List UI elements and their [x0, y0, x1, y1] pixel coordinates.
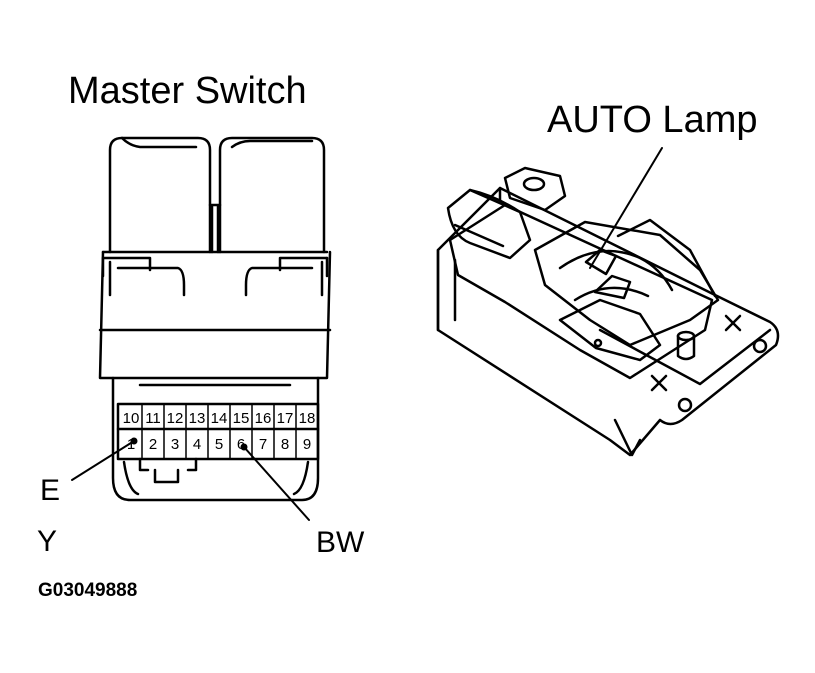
pin-11: 11 — [145, 410, 161, 427]
pin-9: 9 — [303, 436, 311, 453]
master-switch-title: Master Switch — [68, 70, 307, 112]
pin-13: 13 — [189, 410, 206, 427]
leader-e — [71, 440, 135, 481]
master-switch-body — [98, 136, 332, 502]
pin-10: 10 — [123, 410, 140, 427]
connector-pin-grid — [141, 403, 297, 460]
screw-mark — [724, 314, 742, 332]
pin-4: 4 — [193, 436, 201, 453]
screw-mark — [650, 374, 668, 392]
pin-16: 16 — [255, 410, 272, 427]
leader-bw — [243, 446, 310, 521]
leader-auto-lamp — [589, 147, 663, 269]
pin-5: 5 — [215, 436, 223, 453]
pin-y-label: Y — [37, 525, 58, 558]
pin-15: 15 — [233, 410, 250, 427]
pin-18: 18 — [299, 410, 316, 427]
pin-12: 12 — [167, 410, 184, 427]
pin-8: 8 — [281, 436, 289, 453]
pin-leader-lines — [71, 437, 310, 521]
connector-pin-labels: 10 11 12 13 14 15 16 17 18 1 2 3 4 5 6 7… — [123, 410, 316, 453]
pin-1: 1 — [127, 436, 135, 453]
pin-14: 14 — [211, 410, 228, 427]
pin-7: 7 — [259, 436, 267, 453]
pin-e-label: E — [40, 474, 61, 507]
pin-bw-label: BW — [316, 526, 365, 559]
pin-3: 3 — [171, 436, 179, 453]
pin-6: 6 — [237, 436, 245, 453]
auto-lamp-label: AUTO Lamp — [547, 99, 758, 141]
pin-2: 2 — [149, 436, 157, 453]
pin-17: 17 — [277, 410, 294, 427]
figure-code: G03049888 — [38, 580, 138, 601]
switch-assembly-perspective — [436, 166, 780, 457]
